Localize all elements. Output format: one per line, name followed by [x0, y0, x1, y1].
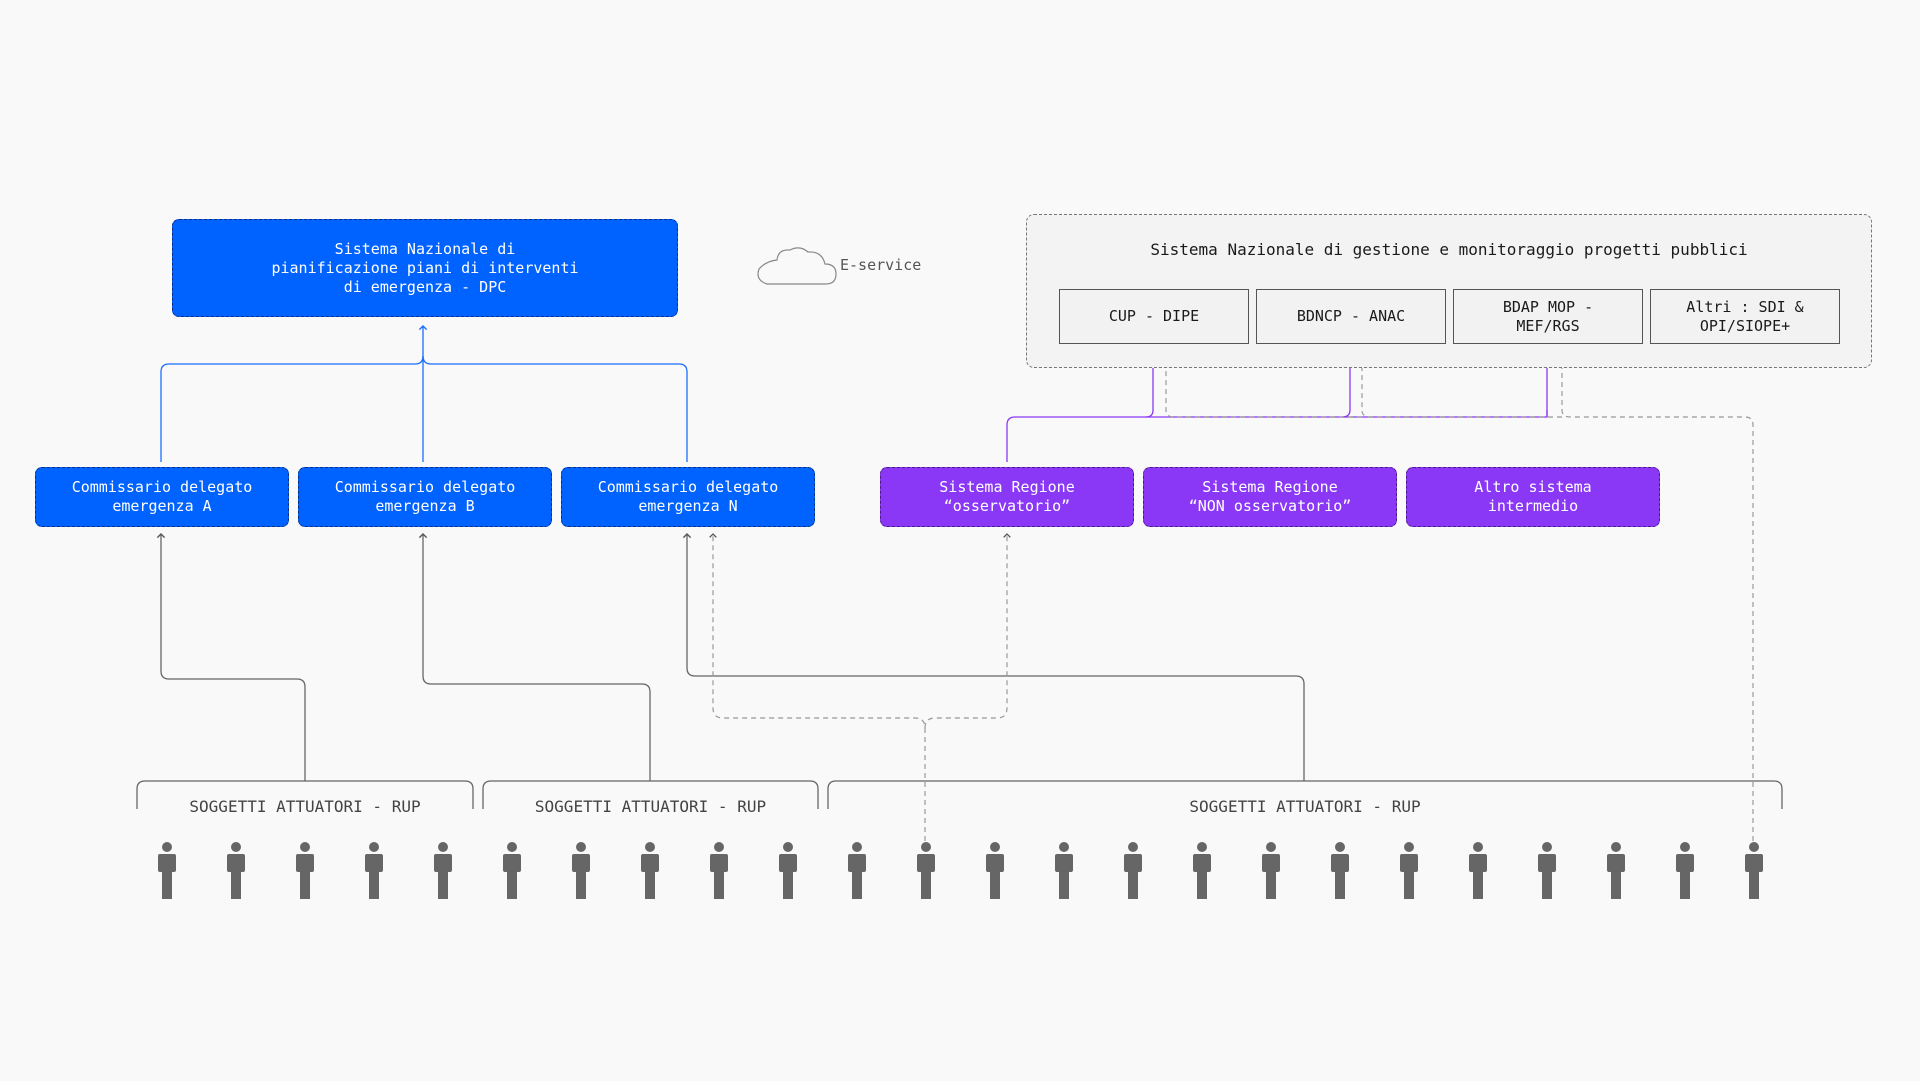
person-icon [917, 842, 935, 899]
person-icon [710, 842, 728, 899]
commissioner-label: Commissario delegato emergenza B [334, 478, 516, 515]
subsystem-bdncp-anac[interactable]: BDNCP - ANAC [1256, 289, 1446, 344]
person-icon [1262, 842, 1280, 899]
person-icon [1676, 842, 1694, 899]
dpc-box-label: Sistema Nazionale di pianificazione pian… [271, 239, 579, 296]
cloud-icon [757, 247, 837, 285]
person-icon [1745, 842, 1763, 899]
person-icon [296, 842, 314, 899]
rup-group-label-1: SOGGETTI ATTUATORI - RUP [189, 797, 421, 816]
person-icon [572, 842, 590, 899]
subsystem-label: Altri : SDI & OPI/SIOPE+ [1686, 297, 1804, 335]
person-icon [434, 842, 452, 899]
person-icon [1400, 842, 1418, 899]
commissioner-emergenza-b[interactable]: Commissario delegato emergenza B [298, 467, 552, 527]
people-row [158, 842, 1763, 899]
commissioner-emergenza-a[interactable]: Commissario delegato emergenza A [35, 467, 289, 527]
subsystem-label: CUP - DIPE [1108, 307, 1200, 325]
subsystem-altri-sdi[interactable]: Altri : SDI & OPI/SIOPE+ [1650, 289, 1840, 344]
eservice-legend-label: E-service [840, 256, 922, 274]
person-icon [1193, 842, 1211, 899]
person-icon [1055, 842, 1073, 899]
regional-system-label: Altro sistema intermedio [1474, 478, 1592, 515]
person-to-region-dashed-lines [709, 533, 1011, 841]
person-icon [1538, 842, 1556, 899]
person-icon [227, 842, 245, 899]
regional-system-label: Sistema Regione “osservatorio” [939, 478, 1075, 515]
commissioner-to-dpc-lines [160, 325, 688, 462]
person-icon [779, 842, 797, 899]
person-icon [158, 842, 176, 899]
dpc-national-planning-box[interactable]: Sistema Nazionale di pianificazione pian… [172, 219, 678, 317]
person-icon [1124, 842, 1142, 899]
person-icon [1469, 842, 1487, 899]
commissioner-emergenza-n[interactable]: Commissario delegato emergenza N [561, 467, 815, 527]
person-icon [1331, 842, 1349, 899]
person-icon [1607, 842, 1625, 899]
group-brackets [136, 780, 1783, 809]
person-icon [503, 842, 521, 899]
subsystem-bdap-mop[interactable]: BDAP MOP - MEF/RGS [1453, 289, 1643, 344]
commissioner-label: Commissario delegato emergenza N [597, 478, 779, 515]
regional-system-osservatorio[interactable]: Sistema Regione “osservatorio” [880, 467, 1134, 527]
rup-group-label-2: SOGGETTI ATTUATORI - RUP [534, 797, 767, 816]
direct-eservice-lines [1162, 349, 1754, 841]
other-intermediate-system[interactable]: Altro sistema intermedio [1406, 467, 1660, 527]
regional-system-non-osservatorio[interactable]: Sistema Regione “NON osservatorio” [1143, 467, 1397, 527]
subsystem-label: BDNCP - ANAC [1296, 307, 1406, 325]
commissioner-label: Commissario delegato emergenza A [71, 478, 253, 515]
rup-group-label-3: SOGGETTI ATTUATORI - RUP [1189, 797, 1421, 816]
rup-to-commissioner-lines [156, 533, 1305, 781]
national-system-title: Sistema Nazionale di gestione e monitora… [1150, 240, 1748, 259]
subsystem-label: BDAP MOP - MEF/RGS [1502, 297, 1594, 335]
regional-system-label: Sistema Regione “NON osservatorio” [1188, 478, 1352, 515]
person-icon [641, 842, 659, 899]
subsystem-cup-dipe[interactable]: CUP - DIPE [1059, 289, 1249, 344]
person-icon [848, 842, 866, 899]
person-icon [986, 842, 1004, 899]
person-icon [365, 842, 383, 899]
